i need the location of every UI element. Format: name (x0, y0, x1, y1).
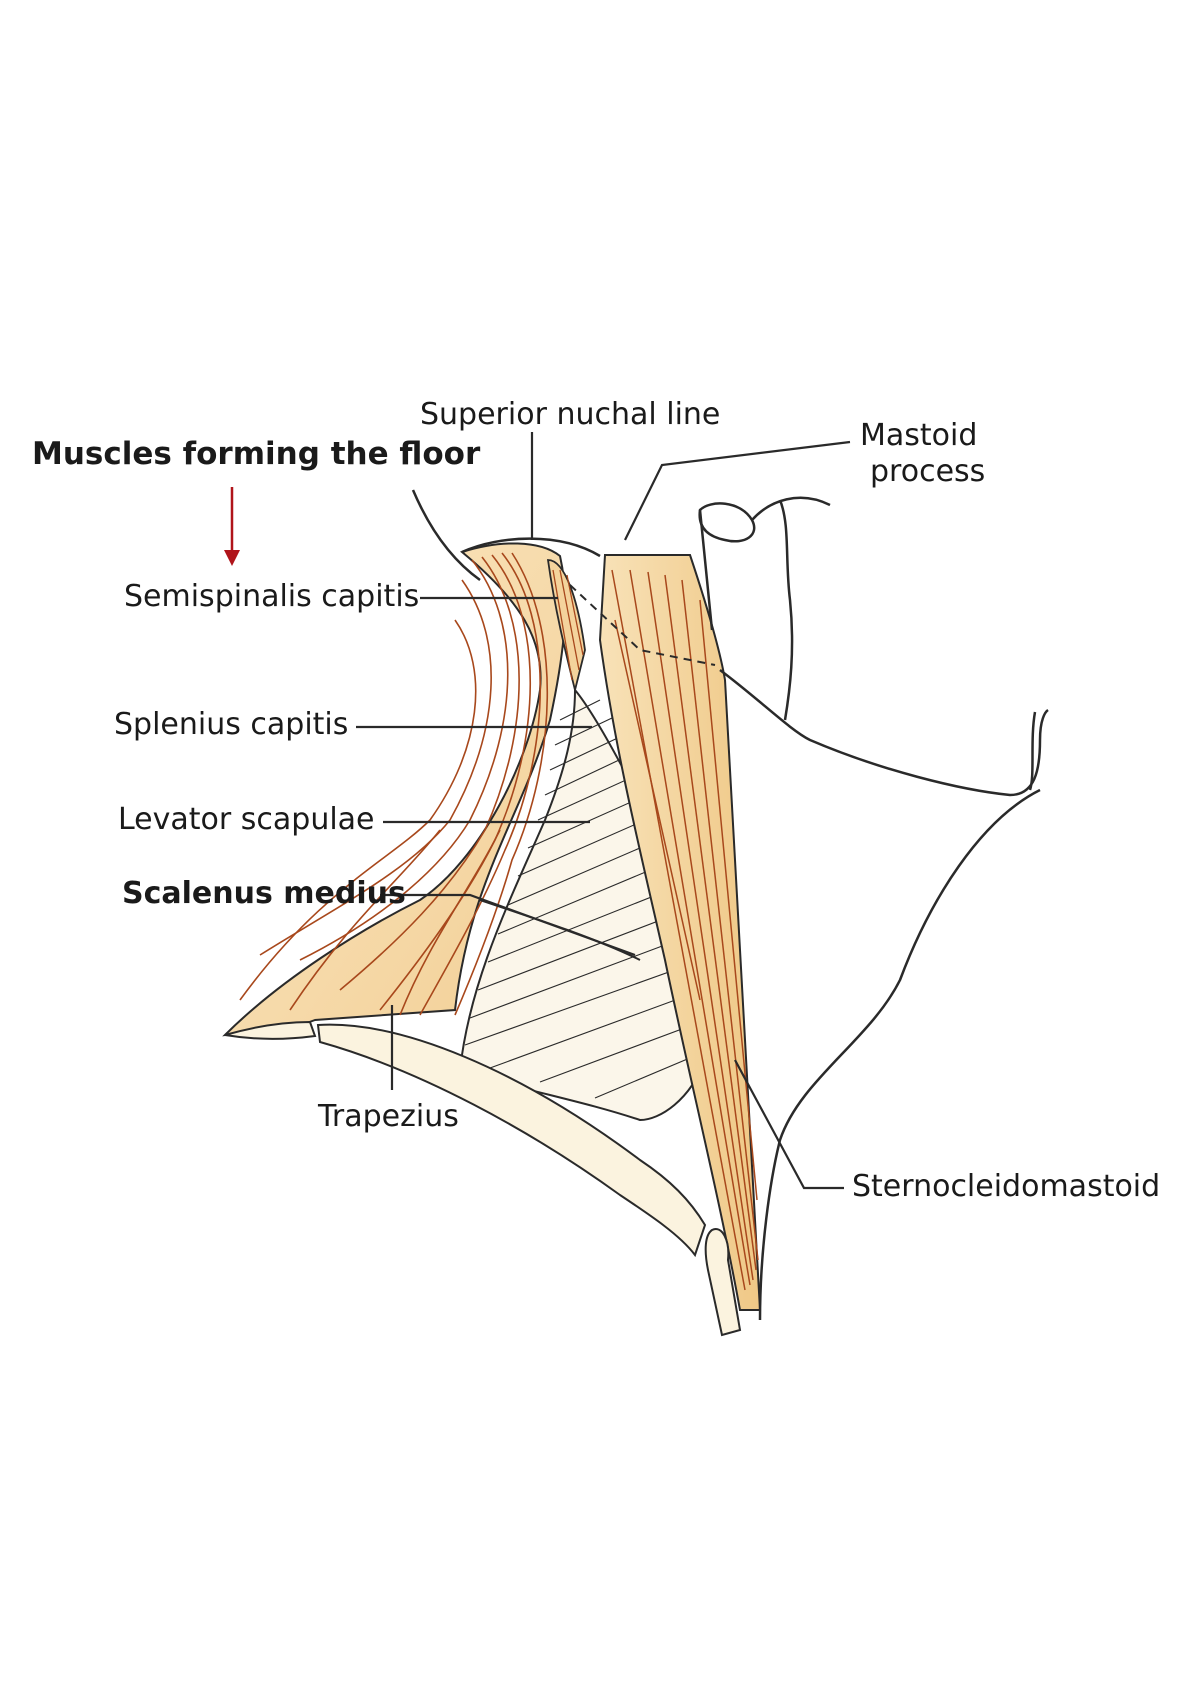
front-neck-outline (758, 788, 1041, 1321)
semispinalis-fibers (552, 569, 584, 681)
clavicle-bone (224, 1020, 317, 1040)
scapular-spine-bone (316, 1023, 707, 1258)
leader-mastoid (624, 440, 851, 541)
label-scalenus-medius: Scalenus medius (122, 876, 406, 911)
posterior-neck-line (698, 509, 714, 631)
leader-scalenus (380, 893, 636, 957)
dashed-reference-line (569, 584, 716, 666)
chin-outline (1028, 711, 1037, 791)
leader-lines (356, 432, 851, 1190)
occipital-contour (411, 489, 481, 582)
sternocleidomastoid-muscle (598, 554, 762, 1311)
label-splenius-capitis: Splenius capitis (114, 707, 349, 742)
heading-muscles-floor: Muscles forming the floor (32, 436, 481, 472)
red-down-arrow (224, 487, 240, 566)
jaw-outline (719, 669, 1049, 797)
label-levator-scapulae: Levator scapulae (118, 802, 375, 837)
label-trapezius: Trapezius (318, 1099, 459, 1134)
mastoid-process-outline (698, 502, 756, 543)
label-superior-nuchal-line: Superior nuchal line (420, 397, 721, 432)
label-semispinalis-capitis: Semispinalis capitis (124, 579, 420, 614)
label-sternocleidomastoid: Sternocleidomastoid (852, 1169, 1161, 1204)
leader-sternocleidomastoid (734, 1059, 844, 1190)
label-mastoid-process: process (870, 454, 986, 489)
clavicle-medial-bone (704, 1228, 742, 1337)
scm-fibers (611, 569, 759, 1291)
label-mastoid: Mastoid (860, 418, 978, 453)
ear-outline (751, 496, 831, 721)
superior-nuchal-arc (461, 537, 601, 558)
